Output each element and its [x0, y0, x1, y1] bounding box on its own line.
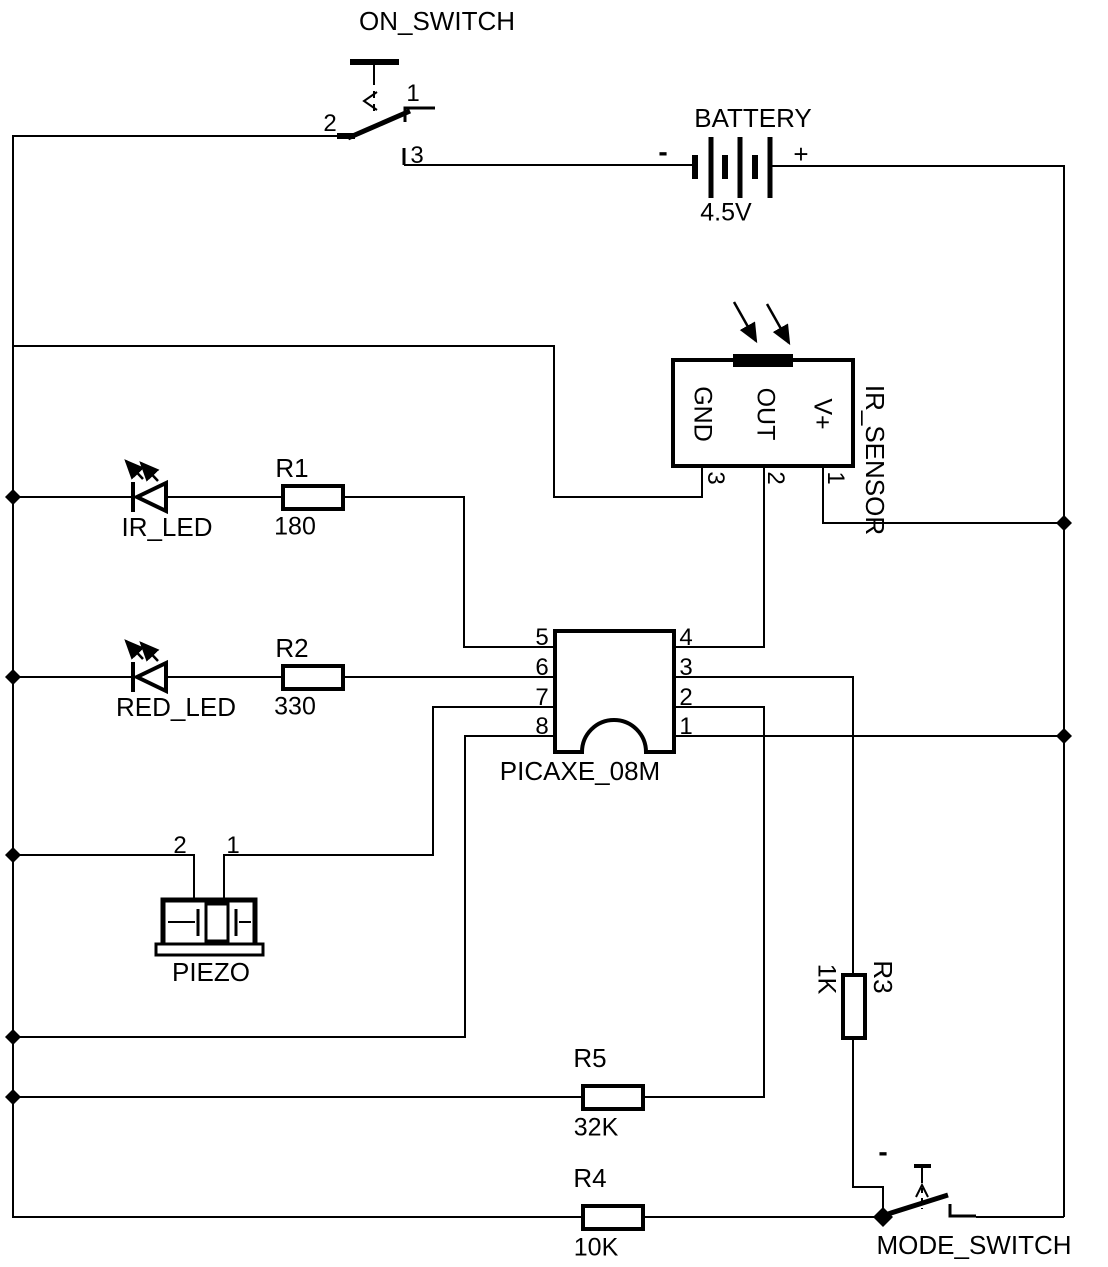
wire-sensor-vplus-net: [822, 467, 1064, 524]
red-led-label: RED_LED: [116, 692, 236, 722]
mode-switch-actuator-arrow: [915, 1182, 929, 1198]
on-switch-pin3: 3: [410, 142, 424, 169]
wire-right-rail: [772, 165, 1065, 1217]
r3-label: R3: [868, 960, 898, 994]
resistor-r4: [581, 1204, 645, 1231]
mode-switch-neg-sign: -: [878, 1136, 888, 1167]
wire-pin3-r3-net: [674, 676, 884, 1210]
ir-led-label: IR_LED: [121, 512, 213, 542]
r2-label: R2: [275, 633, 309, 663]
picaxe-pin4: 4: [679, 624, 693, 651]
picaxe-pin5: 5: [535, 624, 549, 651]
junction-dot: [873, 1207, 893, 1227]
picaxe-pin2: 2: [679, 684, 693, 711]
piezo-symbol: [154, 897, 265, 957]
resistor-r1: [281, 484, 345, 511]
junction-dots: [5, 489, 1072, 1227]
wire-pin7-piezo-net: [223, 706, 555, 900]
ir-sensor-pin-out: OUT: [751, 387, 780, 441]
r5-label: R5: [573, 1043, 607, 1073]
light-arrow-2: [765, 303, 791, 346]
picaxe-label: PICAXE_08M: [499, 756, 661, 786]
ir-led-triangle: [132, 479, 168, 515]
junction-dot: [5, 669, 21, 685]
mode-switch-label: MODE_SWITCH: [876, 1230, 1072, 1260]
mode-switch-blade: [887, 1192, 949, 1217]
junction-dot: [5, 1029, 21, 1045]
picaxe-pin6: 6: [535, 654, 549, 681]
wire-irled-row: [13, 496, 555, 648]
mode-switch-symbol: [887, 1164, 976, 1218]
resistor-r2: [281, 664, 345, 691]
resistor-r3: [841, 973, 867, 1040]
battery-neg-sign: -: [658, 136, 668, 167]
picaxe-pin8: 8: [535, 713, 549, 740]
resistor-r5: [581, 1084, 645, 1111]
r3-value: 1K: [812, 963, 841, 995]
on-switch-actuator-chevron: [362, 91, 378, 111]
junction-dot: [1056, 728, 1072, 744]
r2-value: 330: [274, 692, 316, 721]
picaxe-pin3: 3: [679, 654, 693, 681]
r5-value: 32K: [573, 1113, 619, 1142]
r4-label: R4: [573, 1163, 607, 1193]
on-switch-pin2: 2: [323, 110, 337, 137]
battery-label: BATTERY: [694, 103, 812, 133]
r1-value: 180: [274, 512, 316, 541]
ir-sensor-pin3-num: 3: [702, 471, 729, 485]
ir-sensor-label: IR_SENSOR: [860, 384, 890, 536]
ir-sensor-box: [671, 358, 855, 468]
junction-dot: [5, 847, 21, 863]
ir-sensor-pin1-num: 1: [822, 471, 849, 485]
ir-sensor-symbol: [671, 301, 855, 468]
on-switch-pin1: 1: [406, 80, 420, 107]
red-led-symbol: [124, 639, 168, 695]
red-led-triangle: [132, 659, 168, 695]
on-switch-contact1: [403, 106, 435, 122]
ir-sensor-pin2-num: 2: [762, 471, 789, 485]
ir-sensor-pin-vplus: V+: [808, 398, 837, 430]
junction-dot: [5, 1089, 21, 1105]
red-led-emit-arrow-2: [139, 641, 160, 662]
piezo-crystal: [204, 902, 230, 943]
piezo-label: PIEZO: [171, 957, 251, 987]
wire-piezo2-net: [13, 854, 195, 900]
piezo-pin2: 2: [173, 832, 187, 859]
on-switch-label: ON_SWITCH: [359, 6, 515, 36]
ir-led-emit-arrow-2: [139, 461, 160, 482]
junction-dot: [5, 489, 21, 505]
wire-pin2-net: [643, 706, 765, 1098]
on-switch-blade: [347, 108, 411, 141]
r1-label: R1: [275, 453, 309, 483]
battery-pos-sign: +: [793, 139, 809, 169]
ir-sensor-pin-gnd: GND: [688, 386, 717, 442]
ir-led-symbol: [124, 459, 168, 515]
piezo-base: [154, 942, 265, 957]
wire-sensor-out-net: [674, 467, 765, 648]
light-arrow-1: [732, 301, 758, 344]
picaxe-pin1: 1: [679, 713, 693, 740]
r4-value: 10K: [573, 1233, 619, 1262]
junction-dot: [1056, 515, 1072, 531]
ir-sensor-window: [733, 354, 793, 367]
piezo-pin1: 1: [226, 832, 240, 859]
picaxe-chip-body: [553, 629, 676, 754]
mode-switch-contact: [948, 1204, 976, 1218]
wire-sensor-gnd-net: [13, 345, 703, 498]
on-switch-symbol: [337, 59, 435, 165]
picaxe-pin7: 7: [535, 684, 549, 711]
battery-value: 4.5V: [700, 198, 752, 227]
wire-pin8-net: [13, 735, 555, 1038]
battery-symbol: [692, 137, 773, 198]
